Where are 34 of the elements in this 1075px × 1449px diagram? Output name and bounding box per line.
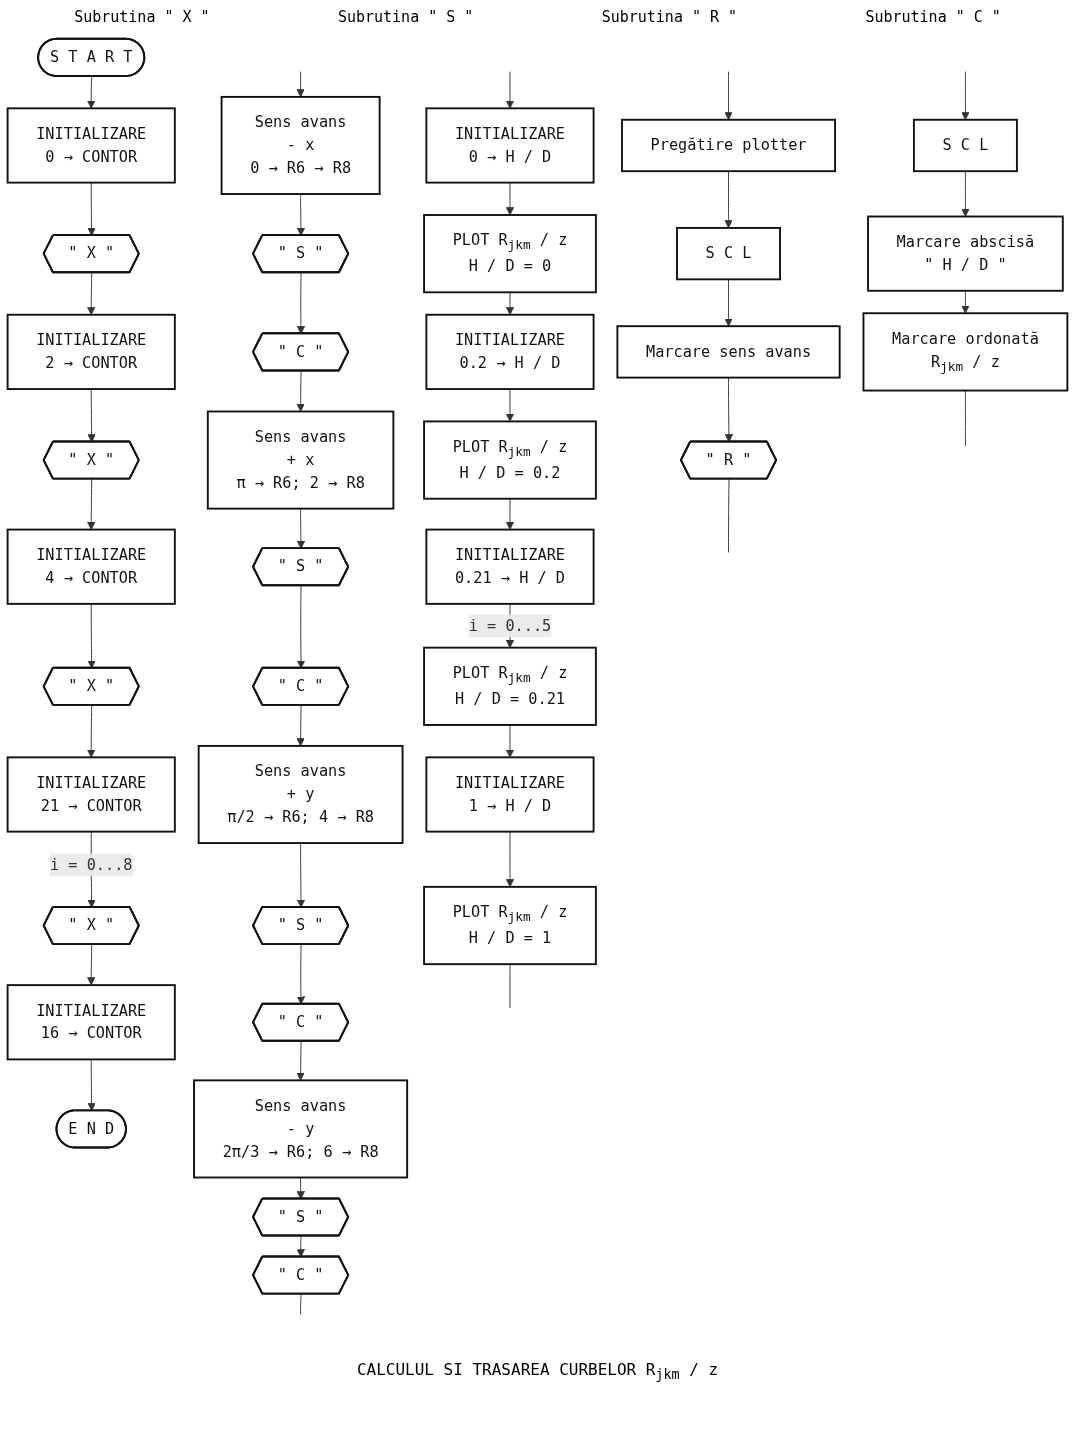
subroutine-heading: Subrutina " R " — [601, 8, 738, 26]
node-box: INITIALIZARE 21 → CONTOR — [6, 756, 176, 833]
node-box: S C L — [912, 118, 1018, 173]
node-box: PLOT R$_{jkm}$ / z H / D = 1 — [423, 885, 597, 966]
node-box: Sens avans - y 2π/3 → R6; 6 → R8 — [193, 1079, 409, 1179]
node-box: INITIALIZARE 1 → H / D — [425, 756, 595, 833]
node-box: INITIALIZARE 16 → CONTOR — [6, 984, 176, 1061]
node-box: INITIALIZARE 0.21 → H / D — [425, 528, 595, 605]
diagram-caption: CALCULUL SI TRASAREA CURBELOR R$_{jkm}$ / z — [355, 1359, 720, 1385]
connector — [300, 1293, 302, 1316]
node-box: S C L — [676, 227, 781, 281]
node-box: Pregătire plotter — [621, 118, 837, 173]
edge-label: i = 0...5 — [468, 616, 552, 635]
node-box: Marcare ordonată R$_{jkm}$ / z — [862, 312, 1069, 392]
subroutine-heading: Subrutina " C " — [865, 8, 1001, 26]
node-box: INITIALIZARE 0 → H / D — [425, 107, 595, 184]
node-box: INITIALIZARE 4 → CONTOR — [6, 528, 176, 605]
node-box: Marcare abscisă " H / D " — [867, 215, 1064, 292]
node-box: Sens avans - x 0 → R6 → R8 — [220, 95, 381, 195]
node-box: Sens avans + x π → R6; 2 → R8 — [206, 410, 395, 510]
edge-label: i = 0...8 — [49, 855, 133, 874]
node-box: INITIALIZARE 2 → CONTOR — [6, 313, 176, 390]
node-box: INITIALIZARE 0.2 → H / D — [425, 313, 595, 390]
node-box: Sens avans + y π/2 → R6; 4 → R8 — [197, 744, 404, 844]
node-box: PLOT R$_{jkm}$ / z H / D = 0.2 — [423, 420, 597, 500]
node-box: INITIALIZARE 0 → CONTOR — [6, 107, 176, 184]
connector — [728, 478, 730, 553]
connector — [964, 390, 966, 447]
node-box: Marcare sens avans — [616, 325, 841, 379]
node-box: PLOT R$_{jkm}$ / z H / D = 0.21 — [423, 646, 597, 726]
connector — [509, 963, 511, 1009]
node-box: PLOT R$_{jkm}$ / z H / D = 0 — [423, 214, 597, 294]
subroutine-heading: Subrutina " S " — [337, 8, 474, 26]
subroutine-heading: Subrutina " X " — [74, 8, 210, 26]
